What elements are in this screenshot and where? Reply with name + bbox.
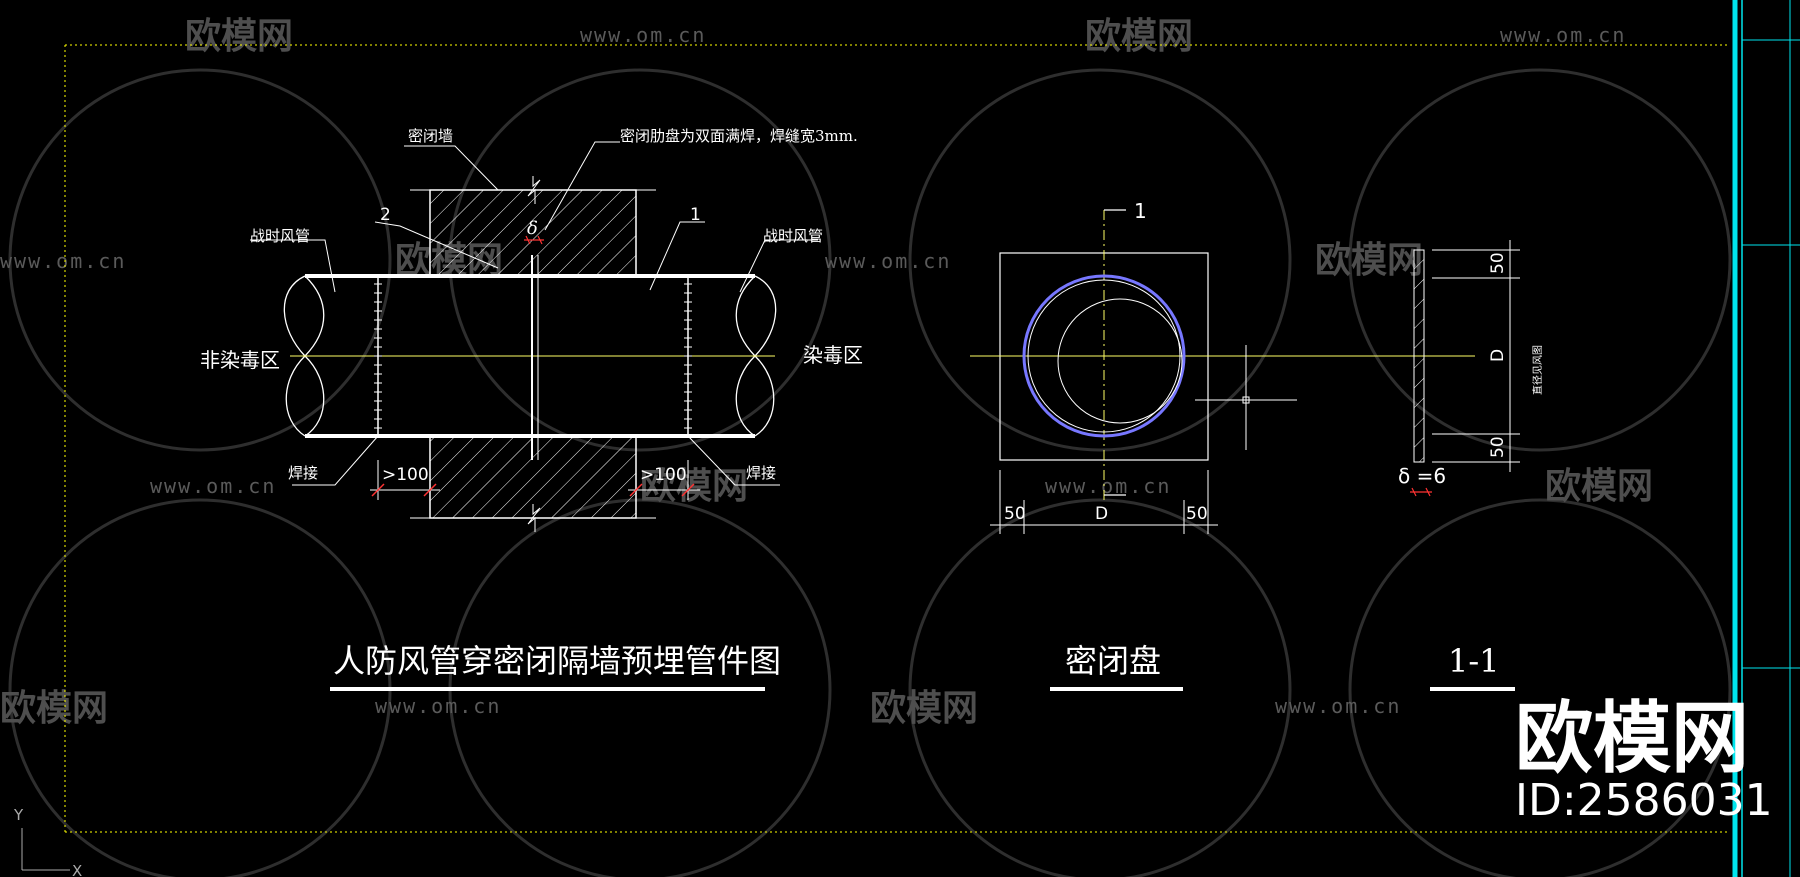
dim-left: >100 bbox=[382, 465, 429, 485]
drawing-border bbox=[64, 44, 1730, 833]
axis-y-label: Y bbox=[13, 806, 24, 824]
watermark-url: www.om.cn bbox=[580, 23, 706, 47]
duct-circle bbox=[1057, 298, 1183, 424]
ucs-axis-icon: Y X bbox=[13, 806, 82, 877]
brand-logo: 欧模网 bbox=[1515, 694, 1749, 784]
watermark-logo: 欧模网 bbox=[0, 688, 108, 729]
watermark-logo: 欧模网 bbox=[1545, 466, 1653, 507]
watermark-texts: 欧模网 www.om.cn 欧模网 www.om.cn www.om.cn 欧模… bbox=[0, 16, 1653, 729]
watermark-logo: 欧模网 bbox=[185, 16, 293, 57]
label-zone-clean: 非染毒区 bbox=[200, 348, 280, 372]
section-thickness: δ =6 bbox=[1398, 464, 1446, 488]
watermark-url: www.om.cn bbox=[1275, 694, 1401, 718]
watermark-url: www.om.cn bbox=[1045, 474, 1171, 498]
watermark-logo: 欧模网 bbox=[870, 688, 978, 729]
section-plate bbox=[1413, 249, 1425, 463]
delta-label: δ bbox=[527, 218, 538, 239]
section-dim-mid: D bbox=[1488, 349, 1508, 362]
title-block-frame bbox=[1732, 0, 1800, 877]
label-weld-right: 焊接 bbox=[746, 464, 776, 482]
section-mark-top: 1 bbox=[1134, 199, 1147, 223]
section-dim-bottom: 50 bbox=[1488, 436, 1508, 458]
section-dim-top: 50 bbox=[1488, 252, 1508, 274]
watermark-url: www.om.cn bbox=[1500, 23, 1626, 47]
watermark-url: www.om.cn bbox=[375, 694, 501, 718]
middle-drawing: 1 1 50 D 50 密闭盘 bbox=[970, 199, 1475, 691]
seal-ring-inner bbox=[1027, 279, 1181, 433]
right-drawing: 50 D 50 直径见风图 δ =6 1-1 bbox=[1398, 240, 1544, 691]
label-zone-toxic: 染毒区 bbox=[803, 343, 863, 367]
right-drawing-title: 1-1 bbox=[1448, 642, 1500, 680]
label-duct-left: 战时风管 bbox=[250, 227, 310, 245]
brand-watermark: 欧模网 ID:2586031 bbox=[1515, 694, 1773, 826]
watermark-url: www.om.cn bbox=[150, 474, 276, 498]
axis-x-label: X bbox=[72, 862, 82, 877]
watermark-url: www.om.cn bbox=[825, 249, 951, 273]
label-weld-note: 密闭肋盘为双面满焊，焊缝宽3mm. bbox=[620, 127, 858, 145]
plate-dim-right: 50 bbox=[1186, 504, 1208, 524]
watermark-circles bbox=[8, 68, 1732, 877]
section-side-note: 直径见风图 bbox=[1531, 345, 1544, 395]
label-weld-left: 焊接 bbox=[288, 464, 318, 482]
label-duct-right: 战时风管 bbox=[763, 227, 823, 245]
callout-2: 2 bbox=[380, 205, 391, 225]
crosshair-cursor bbox=[1195, 345, 1297, 450]
watermark-url: www.om.cn bbox=[0, 249, 126, 273]
label-wall: 密闭墙 bbox=[408, 127, 453, 145]
seal-ring-outer bbox=[1022, 274, 1186, 438]
brand-id: ID:2586031 bbox=[1515, 775, 1773, 826]
callout-1: 1 bbox=[690, 205, 701, 225]
watermark-logo: 欧模网 bbox=[640, 466, 748, 507]
plate-dim-center: D bbox=[1095, 504, 1108, 524]
section-mark-bottom: 1 bbox=[1134, 484, 1147, 508]
left-drawing-title: 人防风管穿密闭隔墙预埋管件图 bbox=[333, 642, 781, 680]
plate-dim-left: 50 bbox=[1004, 504, 1026, 524]
watermark-logo: 欧模网 bbox=[1085, 16, 1193, 57]
left-drawing: δ 密闭墙 密闭肋盘为双面满焊，焊缝宽3mm. 2 1 战时风管 战时风管 非 bbox=[200, 127, 863, 691]
middle-drawing-title: 密闭盘 bbox=[1065, 642, 1161, 680]
dim-right: >100 bbox=[640, 465, 687, 485]
watermark-logo: 欧模网 bbox=[1315, 240, 1423, 281]
